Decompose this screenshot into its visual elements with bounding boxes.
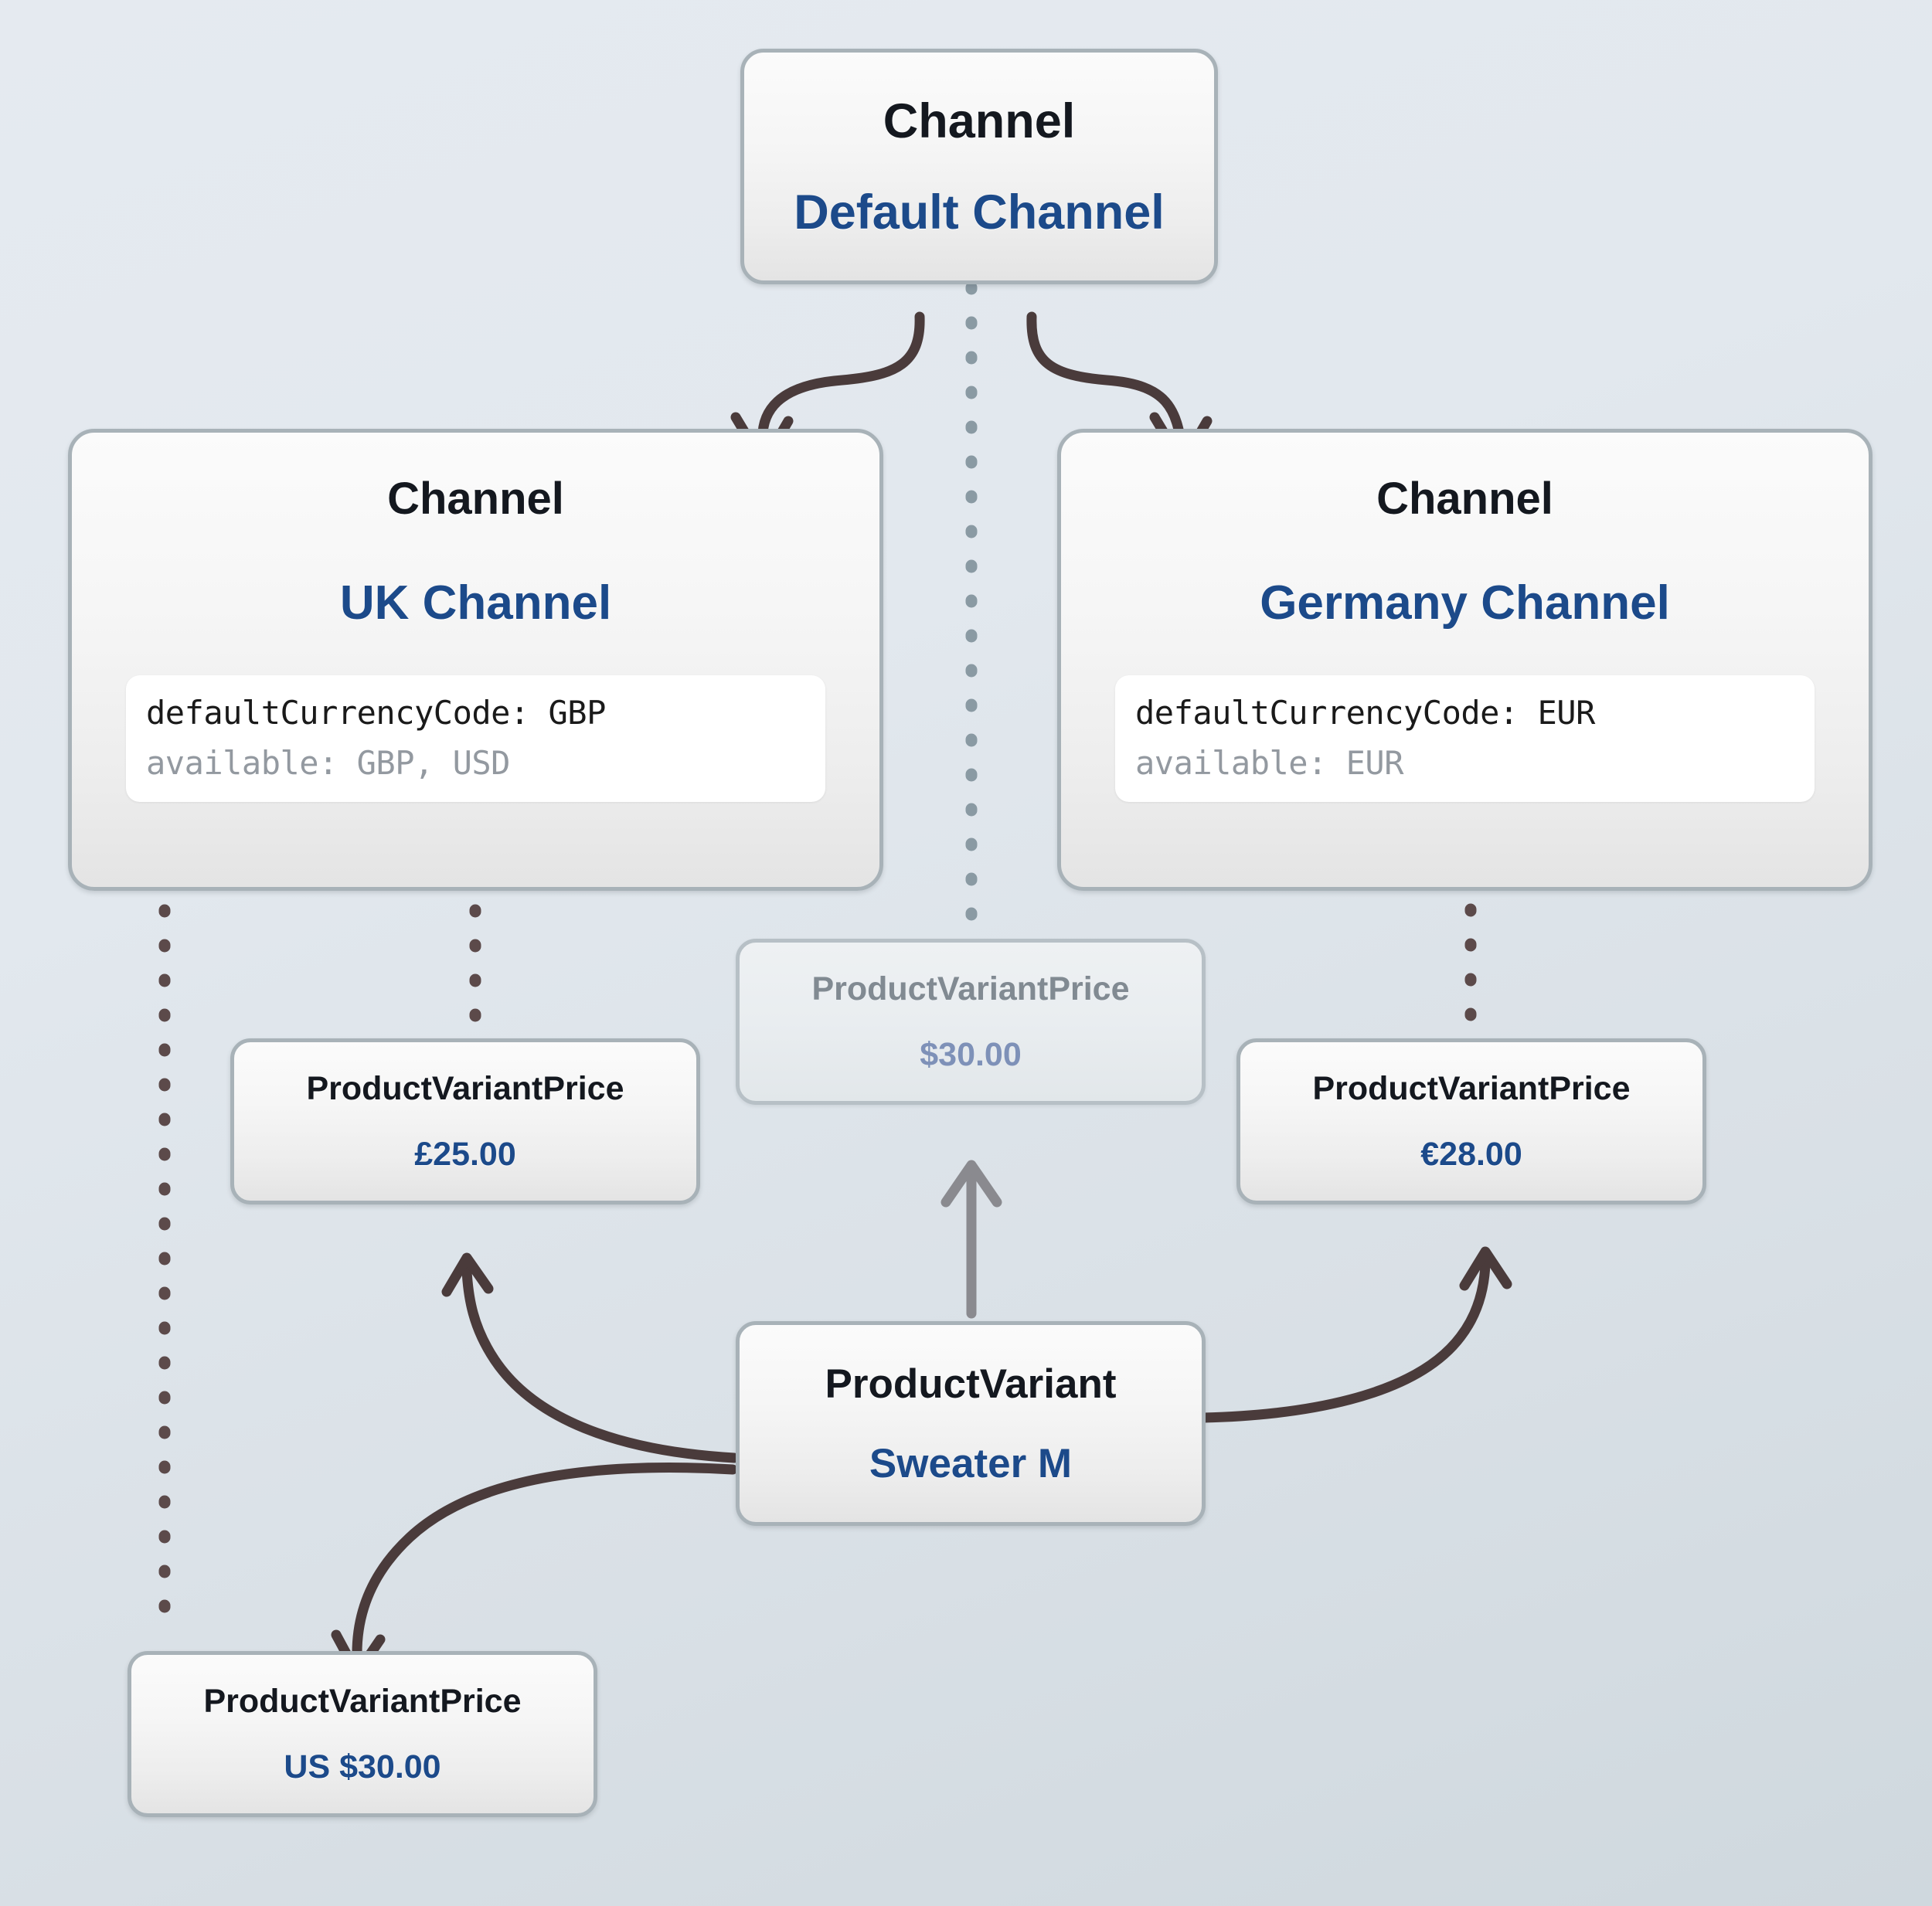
node-product-variant[interactable]: ProductVariant Sweater M bbox=[736, 1321, 1206, 1526]
node-price-ghost-usd[interactable]: ProductVariantPrice $30.00 bbox=[736, 939, 1206, 1105]
node-uk-channel[interactable]: Channel UK Channel defaultCurrencyCode: … bbox=[68, 429, 883, 891]
node-name-label: £25.00 bbox=[414, 1135, 516, 1173]
node-type-label: ProductVariantPrice bbox=[306, 1069, 624, 1107]
node-price-usd[interactable]: ProductVariantPrice US $30.00 bbox=[128, 1651, 597, 1817]
attribute-panel: defaultCurrencyCode: GBP available: GBP,… bbox=[126, 675, 825, 802]
node-type-label: Channel bbox=[387, 474, 564, 524]
node-default-channel[interactable]: Channel Default Channel bbox=[740, 49, 1218, 284]
node-type-label: ProductVariant bbox=[825, 1361, 1117, 1407]
node-name-label: $30.00 bbox=[920, 1035, 1022, 1073]
node-name-label: Germany Channel bbox=[1260, 576, 1670, 630]
node-type-label: ProductVariantPrice bbox=[203, 1682, 522, 1720]
node-name-label: €28.00 bbox=[1420, 1135, 1522, 1173]
node-price-eur[interactable]: ProductVariantPrice €28.00 bbox=[1236, 1038, 1706, 1204]
node-name-label: Sweater M bbox=[869, 1440, 1073, 1486]
node-name-label: US $30.00 bbox=[284, 1748, 441, 1785]
edge-variant-to-usd bbox=[331, 1463, 738, 1679]
node-germany-channel[interactable]: Channel Germany Channel defaultCurrencyC… bbox=[1057, 429, 1872, 891]
node-type-label: Channel bbox=[1376, 474, 1553, 524]
attribute-available-currencies: available: EUR bbox=[1135, 744, 1404, 782]
node-type-label: ProductVariantPrice bbox=[811, 970, 1130, 1007]
node-name-label: UK Channel bbox=[339, 576, 612, 630]
attribute-panel: defaultCurrencyCode: EUR available: EUR bbox=[1115, 675, 1815, 802]
attribute-default-currency: defaultCurrencyCode: GBP bbox=[146, 694, 606, 732]
edge-variant-to-ghost bbox=[940, 1160, 1002, 1319]
node-type-label: ProductVariantPrice bbox=[1312, 1069, 1631, 1107]
attribute-default-currency: defaultCurrencyCode: EUR bbox=[1135, 694, 1595, 732]
node-price-gbp[interactable]: ProductVariantPrice £25.00 bbox=[230, 1038, 700, 1204]
edge-variant-to-gbp bbox=[441, 1252, 740, 1463]
edge-variant-to-eur bbox=[1198, 1246, 1512, 1423]
node-type-label: Channel bbox=[883, 93, 1076, 148]
node-name-label: Default Channel bbox=[794, 185, 1165, 240]
attribute-available-currencies: available: GBP, USD bbox=[146, 744, 510, 782]
